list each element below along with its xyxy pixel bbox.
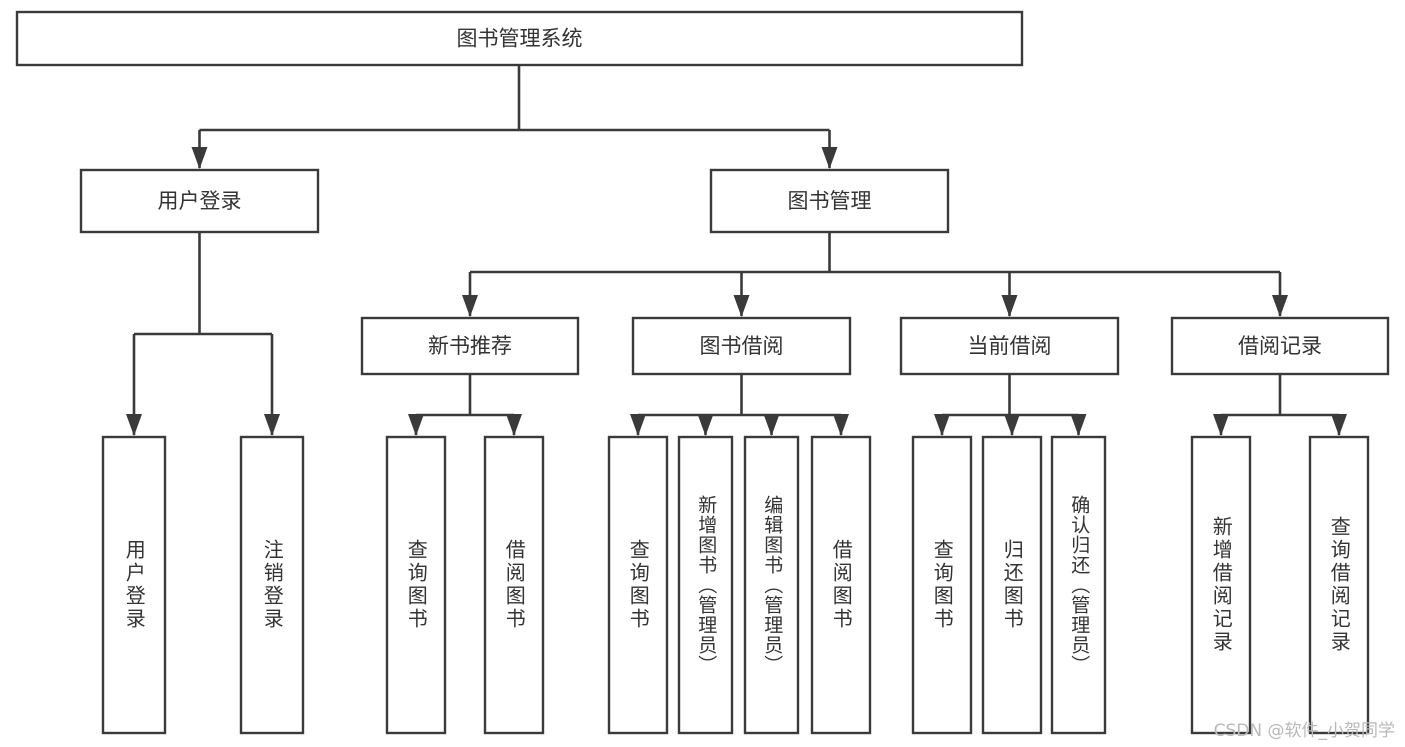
node-label-current-borrow: 当前借阅 — [968, 334, 1052, 358]
connector-edges-layer — [126, 65, 1347, 436]
node-box-leaf-query-book-borrow[interactable] — [607, 435, 669, 735]
node-box-user-login[interactable] — [79, 168, 320, 234]
node-box-leaf-add-book-admin[interactable] — [677, 435, 734, 735]
arrow-head-icon — [1272, 295, 1288, 317]
node-box-new-book-recommend[interactable] — [360, 316, 580, 376]
node-label-user-login: 用户登录 — [158, 189, 242, 213]
node-box-leaf-query-borrow-record[interactable] — [1308, 435, 1370, 735]
node-box-leaf-query-book-current[interactable] — [911, 435, 973, 735]
node-box-book-borrow[interactable] — [631, 316, 852, 376]
node-box-leaf-add-borrow-record[interactable] — [1190, 435, 1252, 735]
arrow-head-icon — [126, 414, 142, 436]
arrow-head-icon — [763, 414, 780, 436]
arrow-head-icon — [1213, 414, 1229, 436]
node-box-leaf-return-book[interactable] — [981, 435, 1043, 735]
node-box-leaf-user-login[interactable] — [101, 435, 167, 735]
arrow-head-icon — [264, 414, 280, 436]
arrow-head-icon — [697, 414, 714, 436]
node-box-leaf-confirm-return-admin[interactable] — [1050, 435, 1107, 735]
node-label-new-book-recommend: 新书推荐 — [428, 334, 512, 358]
node-label-book-management: 图书管理 — [788, 189, 872, 213]
node-box-borrow-record[interactable] — [1170, 316, 1390, 376]
arrow-head-icon — [934, 414, 950, 436]
node-box-leaf-borrow-book-recommend[interactable] — [483, 435, 545, 735]
node-box-leaf-logout-login[interactable] — [239, 435, 305, 735]
arrow-head-icon — [191, 147, 208, 169]
csdn-watermark: CSDN @软件_小贺同学 — [1213, 721, 1395, 741]
arrow-head-icon — [1001, 295, 1018, 317]
node-box-root[interactable] — [15, 10, 1024, 67]
arrow-head-icon — [733, 295, 750, 317]
arrow-head-icon — [408, 414, 424, 436]
node-boxes-layer — [15, 10, 1390, 735]
node-label-root: 图书管理系统 — [457, 27, 583, 51]
arrow-head-icon — [462, 295, 478, 317]
node-box-leaf-borrow-book[interactable] — [810, 435, 872, 735]
arrow-head-icon — [1331, 414, 1347, 436]
node-box-leaf-edit-book-admin[interactable] — [743, 435, 800, 735]
arrow-head-icon — [833, 414, 849, 436]
node-box-book-management[interactable] — [709, 168, 950, 234]
node-box-leaf-query-book-recommend[interactable] — [385, 435, 447, 735]
arrow-head-icon — [821, 147, 838, 169]
node-label-borrow-record: 借阅记录 — [1238, 334, 1322, 358]
arrow-head-icon — [1004, 414, 1020, 436]
arrow-head-icon — [506, 414, 522, 436]
arrow-head-icon — [1070, 414, 1087, 436]
node-box-current-borrow[interactable] — [899, 316, 1120, 376]
arrow-head-icon — [630, 414, 646, 436]
node-label-book-borrow: 图书借阅 — [700, 334, 784, 358]
